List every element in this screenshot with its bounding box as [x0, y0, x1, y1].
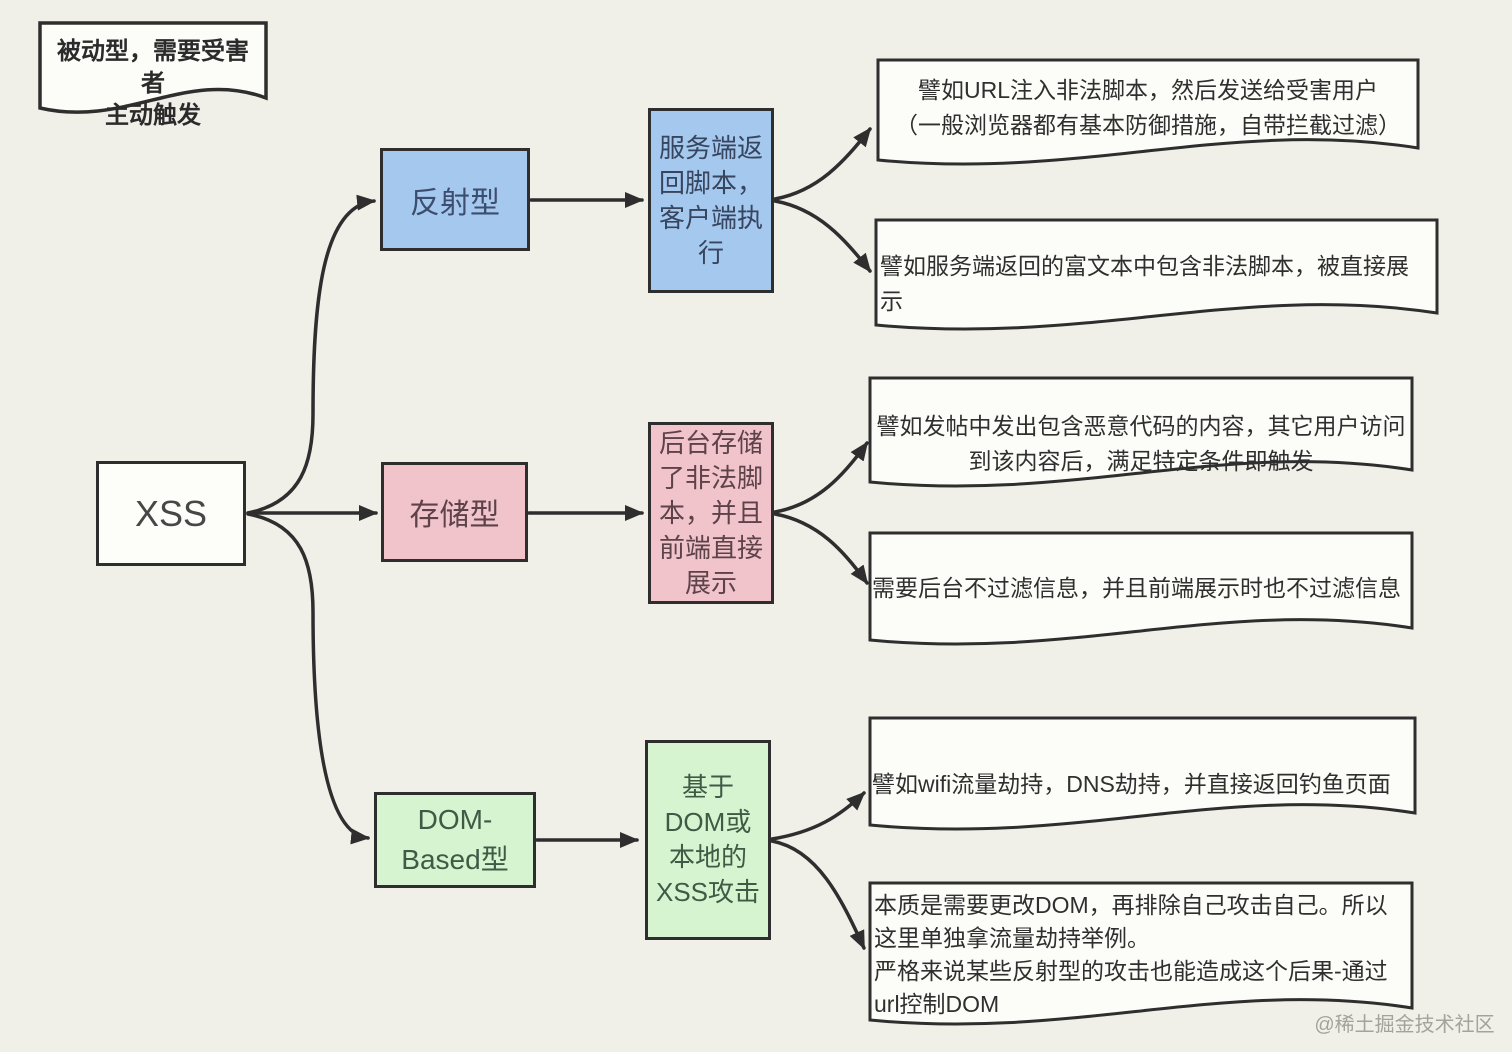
arrow-dom-detail-to-note6: [770, 839, 866, 950]
note-reflected-example-richtext: 譬如服务端返回的富文本中包含非法脚本，被直接展示: [880, 253, 1409, 314]
arrow-stored-detail-to-note4: [773, 512, 869, 585]
arrow-stored-detail-to-note3: [773, 441, 869, 514]
watermark-juejin: @稀土掘金技术社区: [1314, 1014, 1495, 1036]
note-reflected-example-url: 譬如URL注入非法脚本，然后发送给受害用户（一般浏览器都有基本防御措施，自带拦截…: [895, 77, 1401, 138]
arrow-reflected-detail-to-note1: [773, 127, 872, 201]
node-reflected-label: 反射型: [410, 186, 500, 220]
note-shape: [868, 376, 1414, 488]
note-shape: [874, 218, 1439, 331]
node-xss: XSS: [96, 461, 246, 566]
node-stored-detail-label: 后台存储了非法脚本，并且前端直接展示: [658, 427, 763, 598]
node-xss-label: XSS: [134, 492, 208, 534]
note-shape: [868, 881, 1414, 1026]
arrow-dom-detail-to-note5: [770, 791, 866, 841]
node-stored-detail: 后台存储了非法脚本，并且前端直接展示: [648, 422, 774, 604]
note-stored-condition-nofilter: 需要后台不过滤信息，并且前端展示时也不过滤信息: [872, 575, 1401, 601]
arrow-xss-to-dom: [246, 512, 370, 845]
node-stored-label: 存储型: [409, 499, 500, 532]
note-dom-example-hijack: 譬如wifi流量劫持，DNS劫持，并直接返回钓鱼页面: [872, 771, 1391, 797]
node-stored-xss: 存储型: [381, 462, 528, 562]
banner-shape: [38, 21, 268, 114]
note-stored-example-post: 譬如发帖中发出包含恶意代码的内容，其它用户访问到该内容后，满足特定条件即触发: [876, 413, 1406, 474]
arrow-xss-to-reflected: [246, 194, 376, 515]
node-reflected-xss: 反射型: [380, 148, 530, 251]
note-shape: [876, 58, 1420, 166]
note-shape: [868, 716, 1417, 831]
node-reflected-detail-label: 服务端返回脚本，客户端执行: [658, 132, 763, 268]
arrow-reflected-detail-to-note2: [773, 199, 872, 273]
node-dom-based-label: DOM-Based型: [401, 804, 509, 875]
note-dom-essence: 本质是需要更改DOM，再排除自己攻击自己。所以这里单独拿流量劫持举例。严格来说某…: [874, 892, 1388, 1017]
node-reflected-detail: 服务端返回脚本，客户端执行: [648, 108, 774, 293]
banner-passive-note: 被动型，需要受害者主动触发: [57, 38, 249, 129]
node-dom-based-xss: DOM-Based型: [374, 792, 536, 888]
note-shape: [868, 531, 1414, 646]
